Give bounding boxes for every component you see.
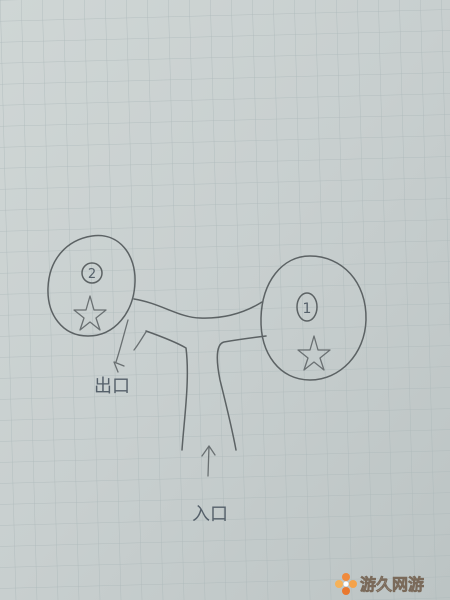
- room-2-star-icon: [73, 295, 107, 331]
- room-1-marker-circle: [296, 292, 318, 322]
- room-1: 1: [260, 255, 367, 381]
- flower-logo-icon: [335, 573, 357, 595]
- entrance-arrow-icon: [201, 445, 216, 477]
- entrance-label: 入口: [192, 504, 228, 525]
- corridors: [113, 298, 267, 451]
- room-2-marker: 2: [88, 267, 96, 282]
- watermark: 游久网游: [335, 573, 424, 595]
- room-1-marker: 1: [303, 301, 312, 317]
- room-2: 2: [47, 234, 136, 337]
- room-2-marker-circle: [81, 262, 103, 284]
- watermark-text: 游久网游: [360, 575, 424, 594]
- room-1-star-icon: [297, 335, 331, 371]
- exit-label: 出口: [94, 376, 130, 397]
- exit-arrow-icon: [113, 361, 125, 373]
